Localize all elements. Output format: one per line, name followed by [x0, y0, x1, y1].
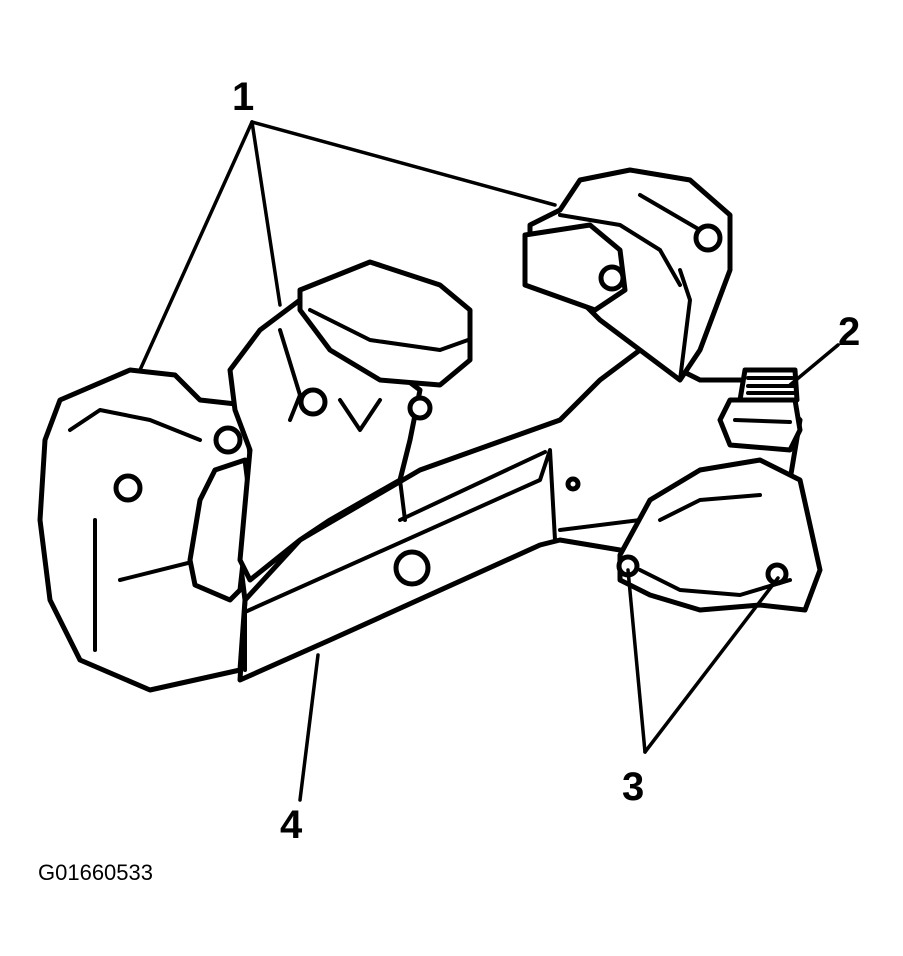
- bolt-hole-right-top: [693, 223, 723, 253]
- leader-lines: [138, 120, 840, 802]
- bolt-hole-left: [113, 473, 143, 503]
- leader-1-a: [138, 120, 254, 372]
- figure-id: G01660533: [38, 860, 153, 885]
- body-bolt-small: [565, 476, 581, 492]
- bolt-hole-center-port: [407, 395, 433, 421]
- leader-3-a: [626, 568, 647, 754]
- bolt-hole-right-port: [598, 264, 626, 292]
- oxygen-sensor-fitting: [717, 367, 803, 453]
- stud-right: [765, 562, 789, 586]
- bolt-hole-center-left: [298, 387, 328, 417]
- callout-4: 4: [280, 803, 303, 847]
- runner-center-left: [227, 259, 473, 583]
- runner-left: [37, 367, 253, 693]
- leader-2: [788, 343, 840, 387]
- bolt-hole-left-flange: [213, 425, 243, 455]
- callout-1: 1: [232, 75, 254, 119]
- leader-1-c: [250, 120, 557, 207]
- outlet-flange: [616, 457, 823, 613]
- runner-right: [522, 167, 733, 383]
- callout-3: 3: [622, 765, 644, 809]
- body-bolt: [393, 549, 431, 587]
- callout-2: 2: [838, 310, 860, 354]
- leader-1-b: [250, 120, 282, 307]
- leader-4: [298, 653, 320, 802]
- leader-3-b: [643, 576, 780, 754]
